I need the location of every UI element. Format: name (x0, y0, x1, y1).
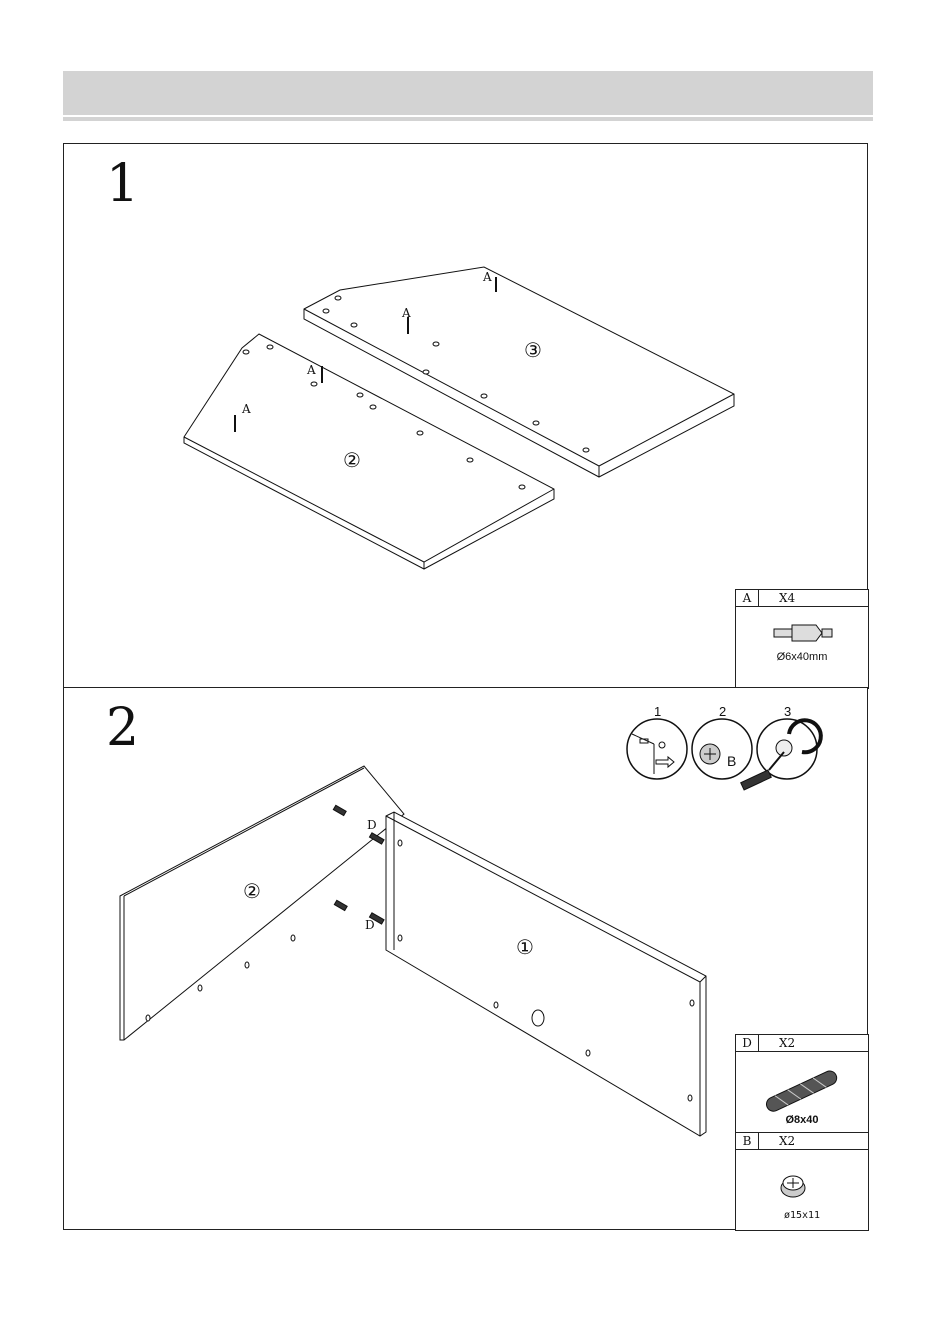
panel-label-2: ② (343, 448, 361, 472)
hardware-quantity: X4 (759, 591, 795, 605)
hardware-box-b: B X2 ø15x11 (735, 1132, 869, 1231)
panel-label-1: ① (516, 935, 534, 959)
hardware-letter: D (736, 1035, 759, 1051)
part-callout-a: A (482, 270, 492, 284)
part-callout-d: D (367, 818, 377, 832)
panel-label-2: ② (243, 879, 261, 903)
hardware-letter: B (736, 1133, 759, 1149)
hardware-size: Ø6x40mm (736, 651, 868, 663)
hardware-box-d: D X2 Ø8x40 (735, 1034, 869, 1134)
part-callout-a: A (306, 363, 316, 377)
wooden-dowel-icon (736, 1052, 868, 1122)
step-1-panel: 1 A (63, 143, 868, 688)
part-callout-d: D (365, 918, 375, 932)
hardware-letter: A (736, 590, 759, 606)
panel-label-3: ③ (524, 338, 542, 362)
part-callout-a: A (241, 402, 251, 416)
hardware-quantity: X2 (759, 1036, 795, 1050)
header-rule (63, 117, 873, 121)
cam-lock-icon (736, 1150, 868, 1210)
part-callout-a: A (401, 306, 411, 320)
hardware-quantity: X2 (759, 1134, 795, 1148)
hardware-size: Ø8x40 (736, 1114, 868, 1126)
hardware-size: ø15x11 (736, 1210, 868, 1221)
header-bar (63, 71, 873, 115)
hardware-box-a: A X4 Ø6x40mm (735, 589, 869, 689)
step-2-panel: 2 1 2 3 B (63, 687, 868, 1230)
